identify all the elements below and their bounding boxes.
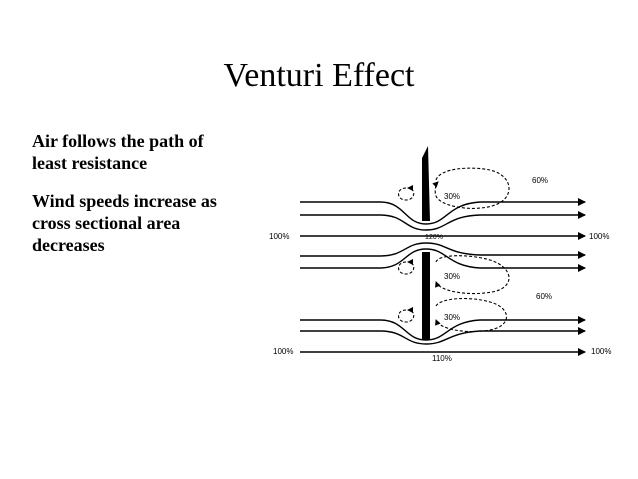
bullet-line: Air follows the path of xyxy=(32,131,204,151)
streamline-4 xyxy=(300,242,586,259)
streamline-1 xyxy=(300,198,586,225)
upper-wall xyxy=(422,146,430,340)
bullet-line: Wind speeds increase as xyxy=(32,191,217,211)
upper-wall-segment xyxy=(422,146,430,221)
bullet-line: cross sectional area xyxy=(32,213,181,233)
outlet-upper-label: 100% xyxy=(589,232,609,241)
wake-eddy-lower xyxy=(435,297,508,333)
outlet-lower-label: 100% xyxy=(591,347,611,356)
inlet-lower-label: 100% xyxy=(273,347,293,356)
lower-streamlines xyxy=(300,316,586,356)
streamline-5 xyxy=(300,248,586,272)
bullet-list: Air follows the path of least resistance… xyxy=(32,130,262,272)
bullet-line: least resistance xyxy=(32,153,148,173)
slide-title: Venturi Effect xyxy=(223,57,415,94)
eddy-lower-label: 30% xyxy=(444,313,460,322)
inlet-upper-label: 100% xyxy=(269,232,289,241)
streamline-7 xyxy=(300,327,586,345)
lower-wall-segment xyxy=(422,252,430,340)
upwind-eddy-middle xyxy=(397,259,415,275)
bullet-line: decreases xyxy=(32,235,105,255)
streamline-6 xyxy=(300,316,586,341)
streamline-2 xyxy=(300,211,586,231)
lower-eddies xyxy=(397,297,508,333)
bullet-wind-speed-increase: Wind speeds increase as cross sectional … xyxy=(32,190,262,256)
eddy-middle-label: 30% xyxy=(444,272,460,281)
upper-eddies xyxy=(397,167,510,295)
outer-lower-label: 60% xyxy=(536,292,552,301)
upper-streamlines xyxy=(300,198,586,272)
wake-eddy-middle xyxy=(435,255,510,295)
upwind-eddy-lower xyxy=(397,307,415,323)
gap-speed-label: 120% xyxy=(425,234,443,241)
eddy-upper-label: 30% xyxy=(444,192,460,201)
bottom-speed-label: 110% xyxy=(432,354,452,363)
bullet-path-of-least-resistance: Air follows the path of least resistance xyxy=(32,130,262,174)
upwind-eddy-upper xyxy=(397,185,415,201)
wake-eddy-upper xyxy=(432,167,510,209)
outer-upper-label: 60% xyxy=(532,176,548,185)
